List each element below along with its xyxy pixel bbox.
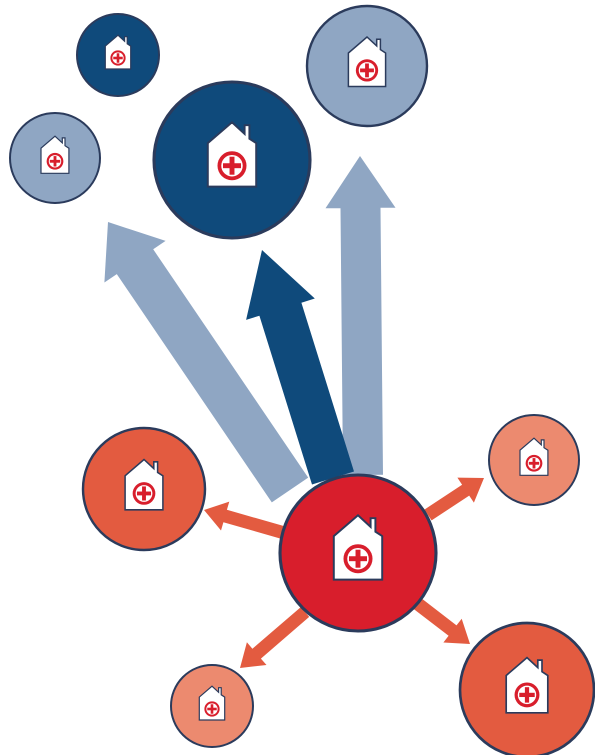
hub-dark-blue-large [152,80,312,240]
nodes-layer [9,4,595,755]
spoke-bottom-right [458,621,595,755]
hospital-building-icon [519,437,549,476]
arrow-to-spoke-right-top [424,477,484,521]
hospital-building-icon [206,120,258,188]
arrow-to-small-left-hub [104,222,309,503]
hospital-building-icon [332,513,384,581]
hub-light-blue-small-left [9,112,101,204]
cross-horizontal [207,707,217,711]
spoke-left [81,426,207,552]
hospital-building-icon [104,34,132,70]
arrows-layer [104,156,484,668]
spoke-bottom-left [170,664,254,748]
arrow-to-large-hub [246,250,354,485]
arrow-to-spoke-left [204,501,290,541]
cross-horizontal [223,163,241,169]
hospital-building-icon [40,135,70,174]
cross-horizontal [49,159,61,163]
cross-horizontal [519,692,535,698]
cross-horizontal [360,68,374,73]
hospital-building-icon [198,685,226,721]
arrow-to-top-right-hub [325,156,396,476]
hospital-building-icon [124,458,164,511]
cross-horizontal [136,491,152,496]
cross-horizontal [528,461,540,465]
cross-horizontal [349,556,367,562]
spoke-right-top [488,414,580,506]
hospital-building-icon [347,35,387,88]
hub-light-blue-top-right [305,4,429,128]
cross-horizontal [113,56,123,60]
hub-dark-blue-small-top-left [76,13,160,97]
arrow-to-spoke-bottom-right [414,598,470,644]
hospital-building-icon [505,656,549,714]
central-hospital [278,473,438,633]
arrow-to-spoke-bottom-left [240,607,310,668]
